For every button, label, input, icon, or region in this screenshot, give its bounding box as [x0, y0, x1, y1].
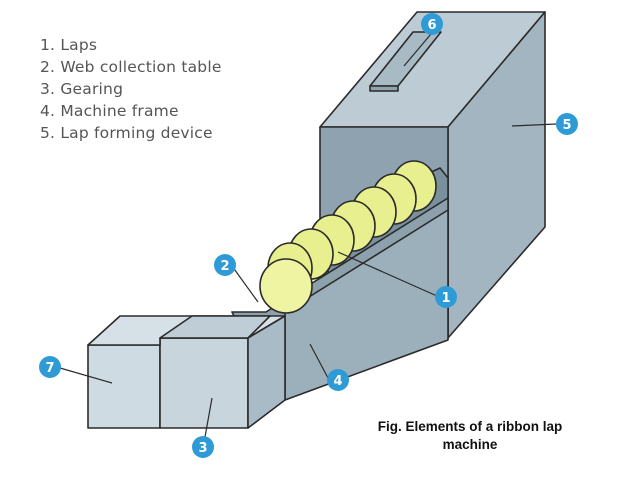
- legend-item: 1. Laps: [40, 36, 98, 54]
- callout-7-text: 7: [45, 361, 54, 376]
- callout-badge-1: 1: [435, 286, 457, 308]
- callout-badge-3: 3: [192, 436, 214, 458]
- callout-badge-4: 4: [327, 369, 349, 391]
- callout-2-text: 2: [220, 259, 229, 274]
- callout-3-text: 3: [198, 441, 207, 456]
- callout-badge-7: 7: [39, 356, 61, 378]
- leader-line-6: [403, 33, 432, 67]
- leader-line-7: [59, 367, 113, 384]
- legend-item: 3. Gearing: [40, 80, 124, 98]
- leader-line-3: [204, 397, 213, 438]
- legend-item: 2. Web collection table: [40, 58, 222, 76]
- legend-item: 5. Lap forming device: [40, 124, 213, 142]
- caption-line-1: Fig. Elements of a ribbon lap: [377, 419, 563, 434]
- gearing-side: [247, 315, 286, 429]
- gearing-front-2: [159, 337, 249, 429]
- laps-group: [259, 160, 437, 314]
- callout-1-text: 1: [441, 291, 450, 306]
- callout-badge-2: 2: [214, 254, 236, 276]
- callout-5-text: 5: [562, 118, 571, 133]
- legend-list: 1. Laps 2. Web collection table 3. Geari…: [40, 34, 222, 144]
- figure-caption: Fig. Elements of a ribbon lap machine: [350, 418, 590, 454]
- callout-4-text: 4: [333, 374, 342, 389]
- lap-cylinder-end: [259, 258, 313, 314]
- leader-line-2: [231, 265, 259, 303]
- gearing-front: [87, 344, 161, 429]
- gearing-top-step: [159, 315, 271, 339]
- callout-badge-6: 6: [421, 13, 443, 35]
- leader-line-5: [511, 123, 557, 127]
- leader-lines: [59, 33, 557, 438]
- callout-badge-5: 5: [556, 113, 578, 135]
- caption-line-2: machine: [442, 437, 498, 452]
- leader-line-1: [337, 251, 438, 297]
- callout-6-text: 6: [427, 18, 436, 33]
- top-hatch-rim: [369, 85, 399, 92]
- leader-line-4: [309, 343, 329, 379]
- legend-item: 4. Machine frame: [40, 102, 179, 120]
